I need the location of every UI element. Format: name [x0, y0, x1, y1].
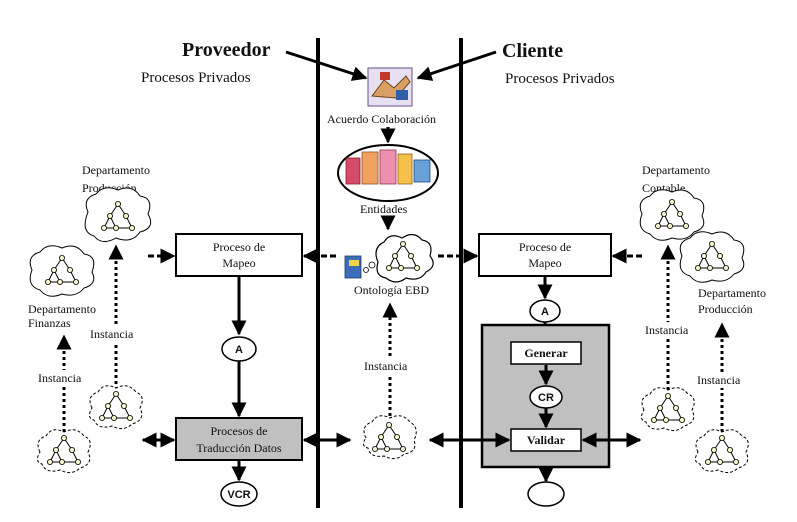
- entities-label: Entidades: [360, 202, 408, 216]
- agreement-label: Acuerdo Colaboración: [327, 112, 436, 126]
- right-dept-production-label-1: Departamento: [698, 286, 766, 300]
- right-instance-label-b: Instancia: [697, 373, 741, 387]
- center-instance-cloud: [362, 415, 417, 460]
- left-translation-label-1: Procesos de: [211, 424, 268, 438]
- arrow-client-to-agreement: [416, 50, 497, 81]
- right-instance-cloud-top: [640, 387, 695, 432]
- client-title: Cliente: [502, 40, 563, 62]
- right-dept-accounting-label-1: Departamento: [642, 163, 710, 177]
- right-circle-a-label: A: [541, 306, 549, 318]
- right-circle-cr-label: CR: [538, 392, 554, 404]
- left-mapping-label-2: Mapeo: [222, 256, 255, 270]
- left-instance-cloud-bottom: [36, 429, 91, 474]
- left-instance-cloud-top: [88, 385, 143, 430]
- right-validate-box: [510, 428, 582, 452]
- right-dept-production-cloud: [679, 231, 745, 283]
- right-mapping-box: [478, 233, 612, 277]
- left-instance-label-b: Instancia: [90, 327, 134, 341]
- right-validate-label: Validar: [527, 433, 566, 447]
- client-subtitle: Procesos Privados: [505, 71, 615, 87]
- right-generate-box: [510, 341, 582, 365]
- books-icon: [344, 255, 376, 279]
- provider-subtitle: Procesos Privados: [141, 70, 251, 86]
- right-dept-accounting-cloud: [639, 189, 705, 241]
- ontology-label: Ontología EBD: [354, 283, 429, 297]
- left-circle-vcr: [220, 481, 258, 507]
- right-mapping-label-1: Proceso de: [519, 240, 571, 254]
- handshake-icon: [367, 67, 413, 107]
- right-mapping-label-2: Mapeo: [528, 256, 561, 270]
- right-instance-label-a: Instancia: [645, 323, 689, 337]
- left-instance-label-a: Instancia: [38, 371, 82, 385]
- ontology-cloud: [375, 233, 434, 283]
- right-generate-label: Generar: [524, 346, 568, 360]
- left-dept-finance-label-1: Departamento: [28, 302, 96, 316]
- right-circle-end: [527, 481, 565, 507]
- left-dept-production-label-1: Departamento: [82, 163, 150, 177]
- center-instance-label: Instancia: [364, 359, 408, 373]
- right-instance-cloud-bottom: [694, 429, 749, 474]
- arrow-provider-to-agreement: [285, 50, 368, 81]
- left-translation-box: [175, 417, 303, 461]
- left-circle-a-label: A: [235, 344, 243, 356]
- left-dept-finance-label-2: Finanzas: [28, 316, 71, 330]
- left-mapping-box: [175, 233, 303, 277]
- left-circle-vcr-label: VCR: [227, 489, 250, 501]
- provider-title: Proveedor: [182, 39, 271, 61]
- left-mapping-label-1: Proceso de: [213, 240, 265, 254]
- right-dept-production-label-2: Producción: [698, 302, 753, 316]
- documents-icon: [337, 144, 439, 202]
- left-dept-finance-cloud: [29, 245, 95, 297]
- left-dept-production-cloud: [84, 187, 152, 242]
- left-translation-label-2: Traducción Datos: [196, 441, 282, 455]
